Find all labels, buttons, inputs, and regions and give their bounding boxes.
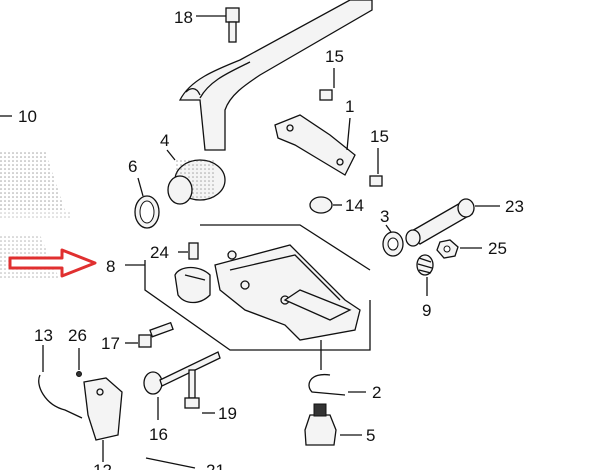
- callout-21: 21: [206, 461, 225, 470]
- frame-outline-8: [125, 224, 371, 351]
- callout-5: 5: [366, 426, 375, 445]
- wire-13: [38, 345, 83, 419]
- grip-4: [166, 149, 226, 205]
- bolt-21: [145, 457, 196, 469]
- pin-24: [178, 242, 199, 260]
- cap-14: [309, 196, 342, 214]
- bolt-16: [143, 351, 221, 420]
- bolt-15a: [319, 68, 335, 101]
- callout-1: 1: [345, 97, 354, 116]
- clip-2: [308, 340, 366, 396]
- callout-3: 3: [380, 207, 389, 226]
- callout-2: 2: [372, 383, 381, 402]
- bolt-19: [184, 369, 215, 414]
- knob-5: [304, 403, 362, 446]
- spring-9: [416, 254, 434, 296]
- callout-10: 10: [18, 107, 37, 126]
- bracket-12: [83, 377, 123, 462]
- callout-12: 12: [93, 461, 112, 470]
- callout-8: 8: [106, 257, 115, 276]
- shaft-23: [405, 198, 500, 247]
- callout-17: 17: [101, 334, 120, 353]
- callout-4: 4: [160, 131, 169, 150]
- callout-15a: 15: [325, 47, 344, 66]
- callout-14: 14: [345, 196, 364, 215]
- pin-26: [76, 348, 82, 377]
- callout-16: 16: [149, 425, 168, 444]
- callout-23: 23: [505, 197, 524, 216]
- red-arrow-icon: [8, 248, 97, 278]
- callout-18: 18: [174, 8, 193, 27]
- callout-13: 13: [34, 326, 53, 345]
- bolt-18: [196, 7, 240, 43]
- clamp-part: [174, 266, 211, 304]
- bracket-1: [274, 114, 356, 176]
- callout-9: 9: [422, 301, 431, 320]
- bushing-3: [382, 224, 404, 257]
- bolt-15b: [369, 148, 383, 187]
- handle-part: [178, 0, 373, 151]
- nut-25: [436, 239, 482, 259]
- ring-6: [134, 177, 160, 229]
- callout-26: 26: [68, 326, 87, 345]
- callout-25: 25: [488, 239, 507, 258]
- callout-24: 24: [150, 243, 169, 262]
- callout-19: 19: [218, 404, 237, 423]
- callout-6: 6: [128, 157, 137, 176]
- main-bracket: [214, 244, 361, 341]
- callout-15b: 15: [370, 127, 389, 146]
- bolt-17: [125, 321, 174, 348]
